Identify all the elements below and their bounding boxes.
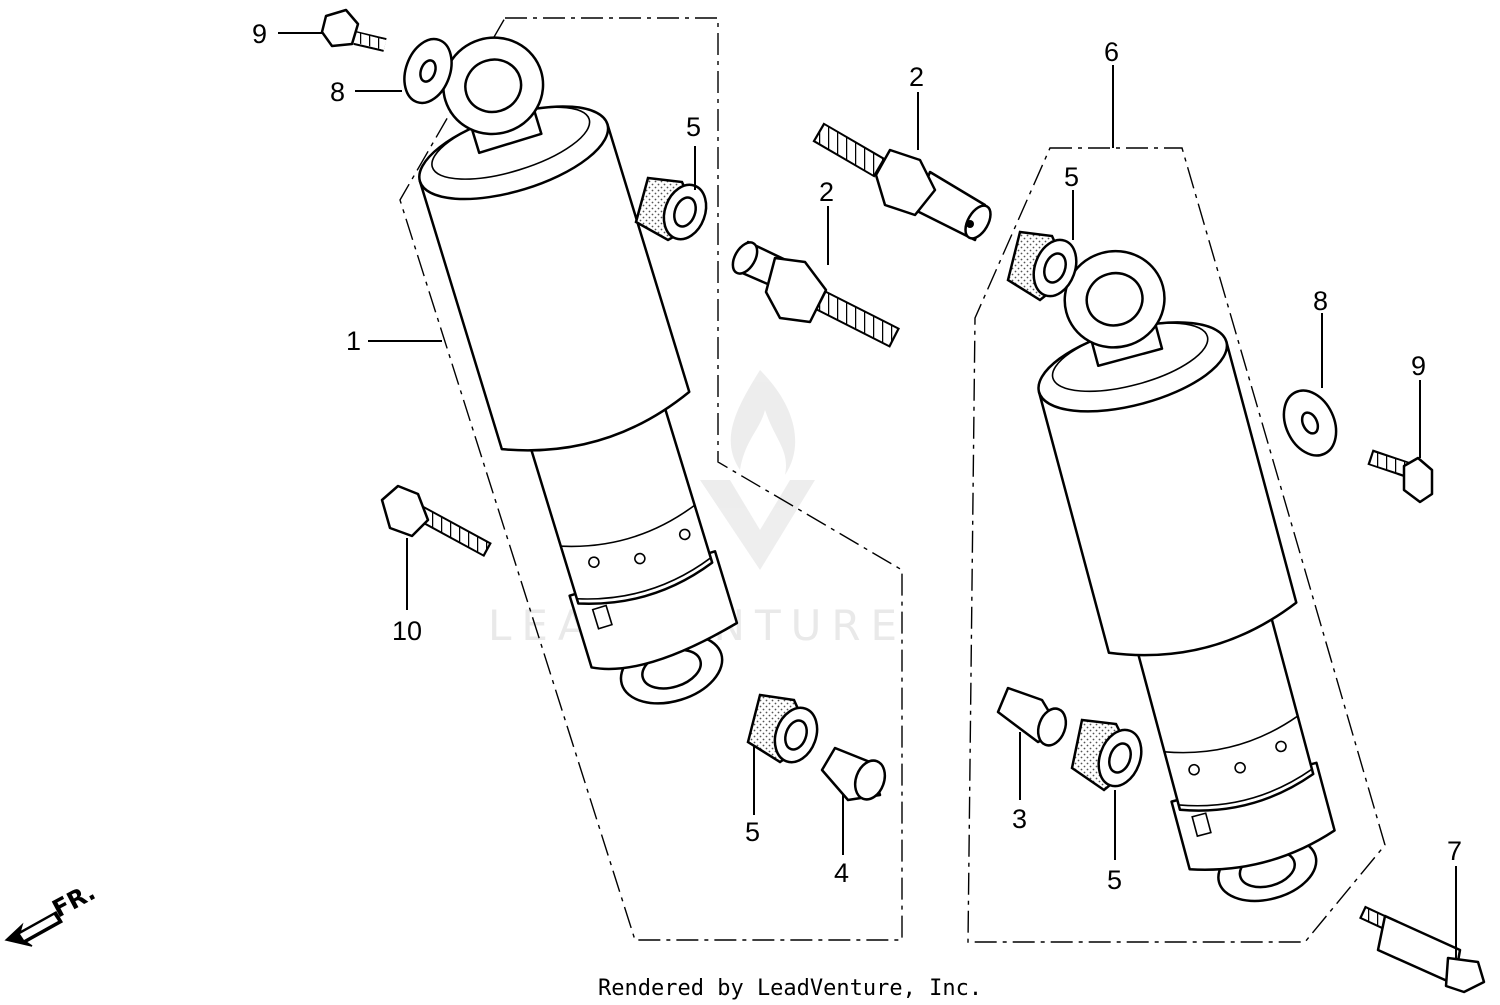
washer-left <box>403 37 453 105</box>
shock-absorber-right <box>1037 249 1336 903</box>
watermark-logo <box>700 370 815 570</box>
front-direction-arrow <box>4 910 64 947</box>
bolt-lower-left <box>380 484 492 558</box>
callout-bushing-left-bottom: 5 <box>745 817 760 847</box>
collar-right <box>996 686 1068 747</box>
callout-bushing-right-top: 5 <box>1064 162 1079 192</box>
callout-shock-right: 6 <box>1104 37 1119 67</box>
callout-washer-left: 8 <box>330 77 345 107</box>
bolt-right <box>1367 449 1434 504</box>
callout-bushing-left-top: 5 <box>686 112 701 142</box>
bushing-right-top <box>1006 230 1078 302</box>
leader-lines <box>278 32 1457 958</box>
callout-bolt-lower-left: 10 <box>392 616 422 646</box>
bushing-right-bottom <box>1070 718 1143 792</box>
collar-left <box>820 746 887 802</box>
pin-right <box>1359 905 1486 994</box>
bushing-left-bottom <box>746 693 819 764</box>
callout-bushing-right-bottom: 5 <box>1107 865 1122 895</box>
callout-stud-lower: 2 <box>819 177 834 207</box>
footer-credit: Rendered by LeadVenture, Inc. <box>598 976 982 1001</box>
callout-bolt-left: 9 <box>252 19 267 49</box>
washer-right <box>1282 389 1338 457</box>
callout-bolt-right: 9 <box>1411 351 1426 381</box>
callout-shock-left: 1 <box>346 326 361 356</box>
callout-washer-right: 8 <box>1313 286 1328 316</box>
callout-collar-left: 4 <box>834 858 849 888</box>
callout-stud-upper: 2 <box>909 62 924 92</box>
stud-lower <box>731 240 900 348</box>
assembly-outline-left <box>399 17 903 941</box>
assembly-outline-right <box>967 147 1386 943</box>
bolt-left-top <box>320 8 387 52</box>
shock-absorber-left <box>418 36 739 705</box>
stud-upper <box>812 122 992 242</box>
callout-collar-right: 3 <box>1012 804 1027 834</box>
bushing-left-top <box>634 176 708 242</box>
callout-pin-right: 7 <box>1447 836 1462 866</box>
